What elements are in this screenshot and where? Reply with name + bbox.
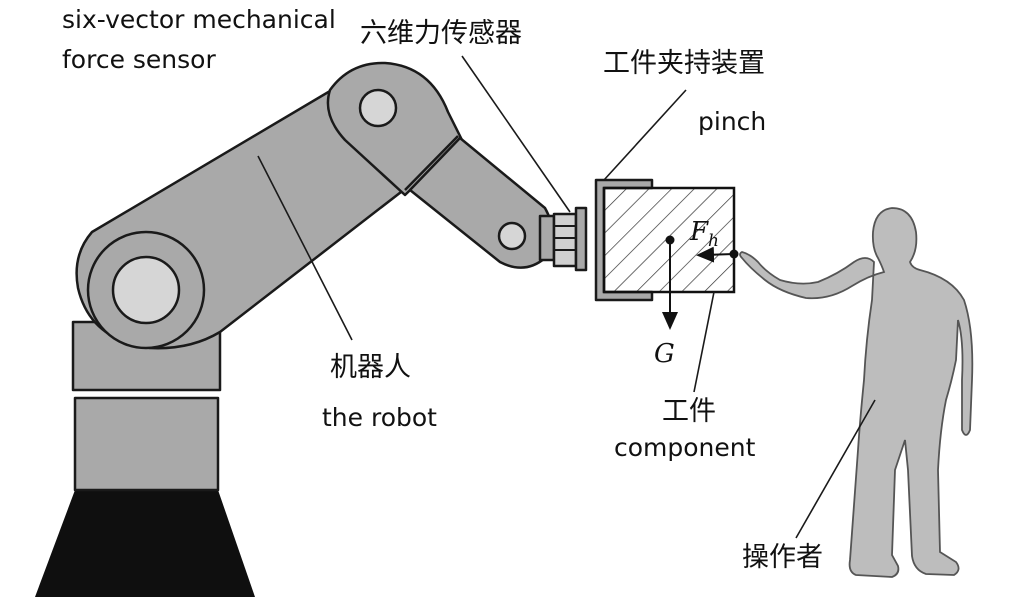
label-sensor-en-line2: force sensor [62,45,216,74]
robot-elbow-joint [358,88,398,128]
label-force-subscript: h [708,231,719,251]
robot-column-lower [73,396,220,492]
label-operator-zh: 操作者 [742,542,823,573]
leader-sensor [461,55,571,213]
robot-elbow-housing [326,61,464,197]
leader-operator [795,399,876,539]
robot-wrist-flange [538,214,556,262]
leader-clamp [603,89,687,181]
label-force-symbol: F [689,217,709,247]
force-sensor [552,206,588,272]
label-clamp-en: pinch [698,107,766,136]
label-clamp-zh: 工件夹持装置 [603,48,765,79]
label-workpiece-zh: 工件 [662,396,716,427]
leader-robot [257,155,353,341]
label-sensor-zh: 六维力传感器 [360,18,522,49]
operator-figure [739,207,974,578]
robot-wrist-joint [497,221,527,251]
label-gravity: G [654,339,675,369]
label-robot-zh: 机器人 [330,352,411,383]
human-force-arrow [696,246,735,263]
leader-workpiece [693,291,715,393]
label-sensor-en-line1: six-vector mechanical [62,5,336,34]
robot-shoulder-joint [111,255,181,325]
label-force: Fh [689,217,719,251]
label-workpiece-en: component [614,433,756,462]
label-robot-en: the robot [322,403,437,432]
robot-base [35,490,255,597]
